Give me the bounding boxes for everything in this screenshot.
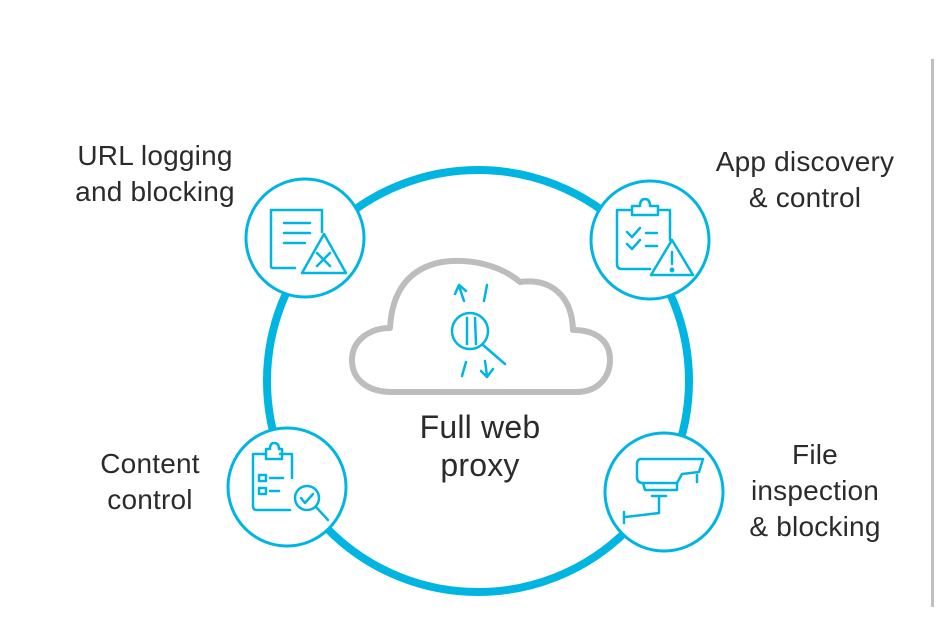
feature-label-url: URL logging and blocking	[55, 138, 255, 210]
cloud-proxy-inspection-icon	[349, 257, 613, 395]
vertical-divider	[931, 59, 934, 607]
feature-node-url	[244, 177, 366, 299]
feature-node-content	[226, 426, 348, 548]
cloud-outline	[349, 257, 613, 395]
clipboard-checklist-warning-icon	[615, 197, 695, 277]
feature-label-line: App discovery	[715, 146, 895, 177]
center-title-line: Full web	[419, 409, 541, 445]
document-warning-x-icon	[269, 208, 348, 275]
center-title: Full web proxy	[380, 408, 580, 484]
center-title-line: proxy	[440, 447, 520, 483]
main-ring	[263, 166, 693, 596]
feature-label-line: and blocking	[75, 176, 235, 207]
clipboard-search-check-icon	[251, 441, 330, 522]
feature-label-line: inspection	[750, 475, 880, 506]
feature-label-line: & control	[748, 182, 862, 213]
feature-node-app	[589, 179, 711, 301]
feature-label-line: URL logging	[77, 140, 233, 171]
feature-label-file: File inspection & blocking	[730, 437, 900, 545]
feature-node-file	[603, 431, 725, 553]
magnifier-lens	[450, 311, 490, 351]
feature-label-line: control	[107, 484, 193, 515]
feature-label-content: Content control	[70, 446, 230, 518]
magnifier-handle	[481, 343, 507, 366]
feature-label-line: & blocking	[749, 511, 881, 542]
feature-label-app: App discovery & control	[700, 144, 910, 216]
feature-label-line: File	[792, 439, 838, 470]
feature-label-line: Content	[100, 448, 200, 479]
security-camera-icon	[622, 457, 705, 525]
